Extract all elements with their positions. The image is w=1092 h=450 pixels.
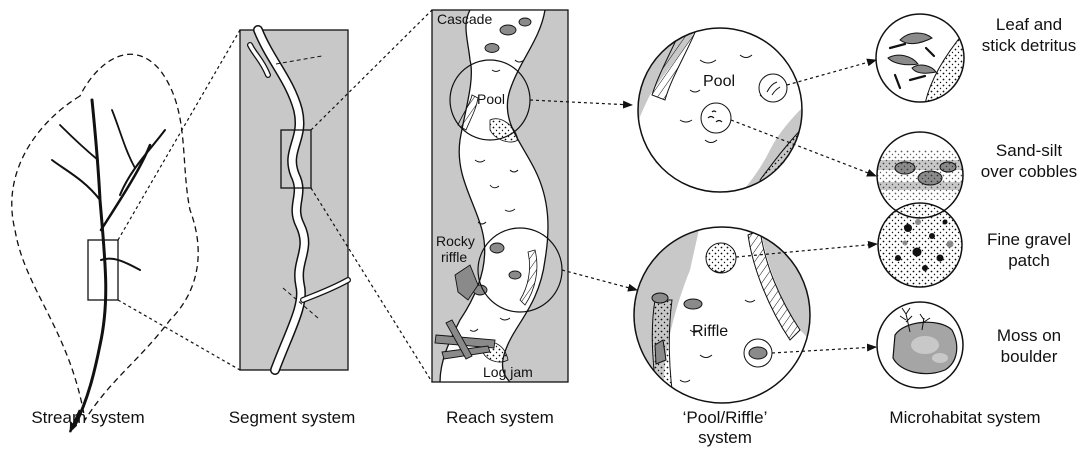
watershed-boundary xyxy=(12,54,198,420)
microhabitat-label-sand-2: over cobbles xyxy=(970,161,1088,182)
reach-system-panel: Cascade Pool Rocky riffle Log jam xyxy=(432,10,568,382)
caption-stream-system: Stream system xyxy=(8,408,168,428)
stream-system-panel xyxy=(12,54,198,432)
stream-network xyxy=(52,100,165,425)
microhabitat-label-leaf-1: Leaf and xyxy=(970,14,1088,35)
reach-label-log-jam: Log jam xyxy=(483,364,533,380)
microhabitat-label-moss-1: Moss on xyxy=(970,325,1088,346)
reach-label-pool: Pool xyxy=(477,91,505,107)
riffle-label: Riffle xyxy=(692,323,728,340)
fine-gravel-spot xyxy=(706,243,736,273)
segment-system-panel xyxy=(240,30,348,370)
pool-circle: Pool xyxy=(630,20,810,200)
microhabitat-label-moss-2: boulder xyxy=(970,346,1088,367)
microhabitat-fine-gravel xyxy=(878,203,962,287)
detritus-spot xyxy=(759,74,787,102)
microhabitat-label-leaf-2: stick detritus xyxy=(970,35,1088,56)
reach-label-rocky: Rocky xyxy=(436,233,475,249)
caption-microhabitat-system: Microhabitat system xyxy=(870,408,1060,428)
microhabitat-leaf-detritus xyxy=(874,12,966,104)
reach-label-cascade: Cascade xyxy=(437,11,492,27)
riffle-circle: Riffle xyxy=(630,225,815,410)
microhabitat-label-sand-1: Sand-silt xyxy=(970,140,1088,161)
sandsilt-spot xyxy=(701,103,731,133)
caption-segment-system: Segment system xyxy=(212,408,372,428)
microhabitat-label-gravel-1: Fine gravel xyxy=(970,229,1088,250)
microhabitat-label-gravel-2: patch xyxy=(970,250,1088,271)
caption-pool-riffle-line2: system xyxy=(650,428,800,448)
caption-reach-system: Reach system xyxy=(420,408,580,428)
microhabitat-moss-boulder xyxy=(877,302,963,388)
caption-pool-riffle-line1: ‘Pool/Riffle’ xyxy=(650,408,800,428)
zoom-lines-1 xyxy=(118,30,240,370)
pool-label: Pool xyxy=(703,73,735,90)
reach-label-riffle: riffle xyxy=(441,249,467,265)
